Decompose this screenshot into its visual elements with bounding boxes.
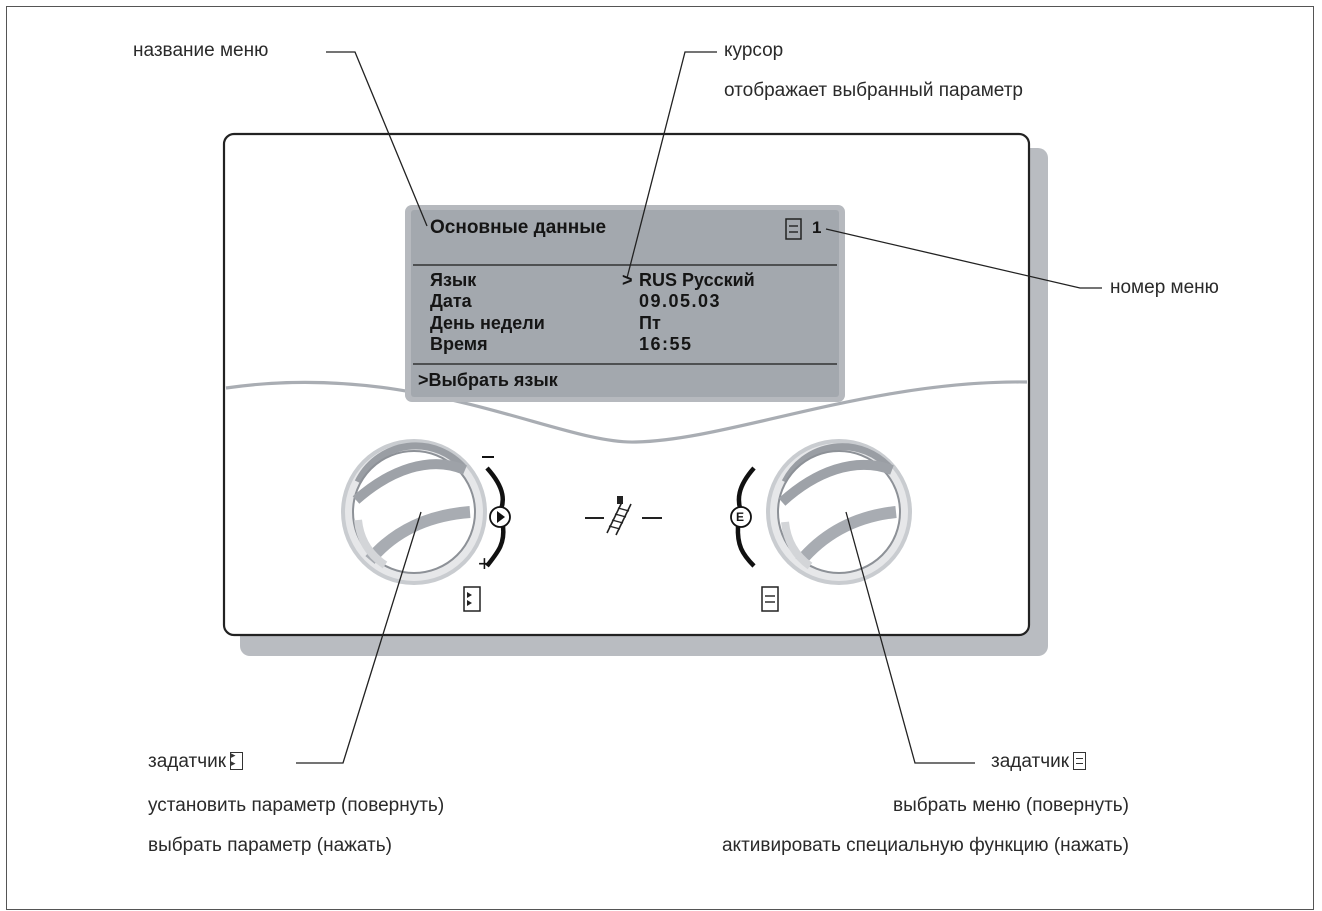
right-arc-bottom — [735, 525, 756, 568]
label-cursor: курсор — [724, 40, 784, 61]
label-right-action1: выбрать меню (повернуть) — [893, 795, 1129, 816]
label-cursor-desc: отображает выбранный параметр — [724, 80, 1023, 101]
lcd-param-name: Язык — [430, 270, 477, 290]
leader-menu-name — [326, 51, 428, 227]
lcd-screen — [411, 210, 839, 397]
lcd-menu-number: 1 — [812, 218, 822, 237]
play-button-icon[interactable] — [489, 506, 511, 528]
lcd-param-value: 16:55 — [639, 334, 693, 354]
label-menu-number: номер меню — [1110, 277, 1219, 298]
lcd-param-name: День недели — [430, 313, 545, 333]
label-left-knob-text: задатчик — [148, 751, 227, 772]
right-knob[interactable] — [766, 439, 912, 585]
enter-button-icon[interactable] — [730, 506, 752, 528]
label-menu-name: название меню — [133, 40, 269, 61]
lcd-param-name: Дата — [430, 291, 472, 311]
leader-menu-number — [825, 228, 1102, 289]
label-right-knob-text: задатчик — [991, 751, 1070, 772]
lcd-param-name: Время — [430, 334, 488, 354]
label-left-action2: выбрать параметр (нажать) — [148, 835, 392, 856]
figure-frame — [6, 6, 1314, 910]
menu-icon — [761, 586, 779, 612]
enter-symbol: E — [736, 510, 745, 524]
label-right-action2: активировать специальную функцию (нажать… — [721, 835, 1129, 856]
chimney-sweep-icon — [585, 496, 662, 536]
lcd-param-value: RUS Русский — [639, 270, 755, 290]
device-wave-line — [225, 380, 1028, 444]
lcd-menu-icon — [785, 218, 802, 240]
left-knob[interactable] — [341, 439, 487, 585]
label-right-knob: задатчик — [991, 751, 1087, 773]
lcd-menu-title: Основные данные — [430, 217, 607, 238]
lcd-cursor: > — [622, 270, 633, 290]
lcd-param-value: 09.05.03 — [639, 291, 722, 311]
lcd-hint: >Выбрать язык — [418, 370, 558, 390]
leader-right-knob — [845, 511, 975, 764]
menu-icon — [1073, 752, 1087, 770]
label-left-knob: задатчик — [148, 751, 244, 773]
left-arc-bottom — [485, 525, 506, 568]
lcd-param-value: Пт — [639, 313, 661, 333]
label-left-action1: установить параметр (повернуть) — [148, 795, 445, 816]
leader-left-knob — [296, 511, 422, 764]
parameter-icon — [230, 751, 244, 770]
plus-sign: + — [478, 551, 491, 576]
parameter-icon — [463, 586, 481, 612]
leader-cursor — [626, 51, 717, 279]
